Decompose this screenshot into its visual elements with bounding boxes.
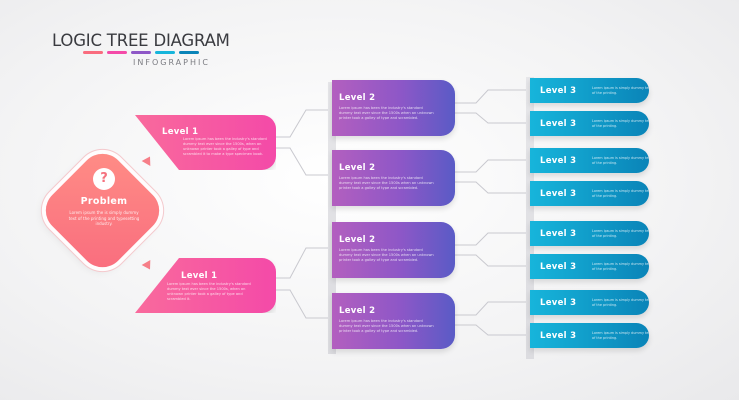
level3-text: Lorem ipsum is simply dummy text of the … [592, 298, 649, 307]
level2-box-2: Level 2 Lorem ipsum has been the industr… [332, 150, 455, 206]
title-decoration-bar-2 [107, 51, 127, 54]
level3-box-8: Level 3 Lorem ipsum is simply dummy text… [530, 323, 649, 348]
connector-l2b-l3c [455, 159, 530, 173]
level1-box-1: Level 1 Lorem ipsum has been the industr… [135, 115, 276, 170]
level2-text: Lorem ipsum has been the industry's stan… [339, 319, 434, 333]
title-decoration-bar-5 [179, 51, 199, 54]
level3-label: Level 3 [540, 229, 577, 239]
level3-box-1: Level 3 Lorem ipsum is simply dummy text… [530, 78, 649, 103]
question-bubble-icon: ? [93, 168, 115, 190]
level3-box-6: Level 3 Lorem ipsum is simply dummy text… [530, 254, 649, 279]
problem-text: Lorem ipsum the is simply dummy text of … [68, 210, 140, 226]
level3-label: Level 3 [540, 189, 577, 199]
diagram-subtitle: INFOGRAPHIC [133, 58, 210, 67]
level3-fold-tab [526, 77, 534, 359]
connector-l2b-l3d [455, 181, 530, 194]
level3-label: Level 3 [540, 86, 577, 96]
level1-text: Lorem ipsum has been the industry's stan… [167, 282, 251, 301]
level2-text: Lorem ipsum has been the industry's stan… [339, 176, 434, 190]
level2-text: Lorem ipsum has been the industry's stan… [339, 106, 434, 120]
level3-label: Level 3 [540, 119, 577, 129]
level3-box-5: Level 3 Lorem ipsum is simply dummy text… [530, 221, 649, 246]
title-decoration-bar-1 [83, 51, 103, 54]
level2-label: Level 2 [339, 235, 376, 245]
level3-box-2: Level 3 Lorem ipsum is simply dummy text… [530, 111, 649, 136]
level2-box-1: Level 2 Lorem ipsum has been the industr… [332, 80, 455, 136]
connector-l2a-l3a [455, 89, 530, 104]
connector-l2a-l3b [455, 112, 530, 124]
connector-l2c-l3e [455, 232, 530, 246]
connector-l2d-l3h [455, 324, 530, 336]
connector-l1b-l2c [276, 247, 332, 279]
level3-text: Lorem ipsum is simply dummy text of the … [592, 331, 649, 340]
level3-text: Lorem ipsum is simply dummy text of the … [592, 86, 649, 95]
title-decoration-bar-3 [131, 51, 151, 54]
title-decoration-bar-4 [155, 51, 175, 54]
level3-text: Lorem ipsum is simply dummy text of the … [592, 229, 649, 238]
level3-label: Level 3 [540, 156, 577, 166]
level3-label: Level 3 [540, 331, 577, 341]
level3-text: Lorem ipsum is simply dummy text of the … [592, 119, 649, 128]
level3-text: Lorem ipsum is simply dummy text of the … [592, 156, 649, 165]
level2-fold-tab [328, 82, 336, 354]
level1-label: Level 1 [181, 271, 218, 281]
level2-text: Lorem ipsum has been the industry's stan… [339, 248, 434, 262]
level2-label: Level 2 [339, 163, 376, 173]
level3-box-3: Level 3 Lorem ipsum is simply dummy text… [530, 148, 649, 173]
level3-label: Level 3 [540, 262, 577, 272]
level3-box-4: Level 3 Lorem ipsum is simply dummy text… [530, 181, 649, 206]
connector-l1b-l2d [276, 289, 332, 319]
level3-text: Lorem ipsum is simply dummy text of the … [592, 189, 649, 198]
level2-box-3: Level 2 Lorem ipsum has been the industr… [332, 222, 455, 278]
level2-label: Level 2 [339, 306, 376, 316]
level3-text: Lorem ipsum is simply dummy text of the … [592, 262, 649, 271]
connector-l2c-l3f [455, 254, 530, 267]
connector-l1a-l2b [276, 147, 332, 176]
level3-box-7: Level 3 Lorem ipsum is simply dummy text… [530, 290, 649, 315]
connector-l2d-l3g [455, 301, 530, 316]
diagram-title: LOGIC TREE DIAGRAM [52, 31, 230, 50]
level3-label: Level 3 [540, 298, 577, 308]
connector-l1a-l2a [276, 109, 332, 138]
problem-title: Problem [80, 196, 128, 207]
level2-box-4: Level 2 Lorem ipsum has been the industr… [332, 293, 455, 349]
level2-label: Level 2 [339, 93, 376, 103]
level1-text: Lorem ipsum has been the industry's stan… [183, 137, 267, 156]
level1-label: Level 1 [162, 127, 199, 137]
